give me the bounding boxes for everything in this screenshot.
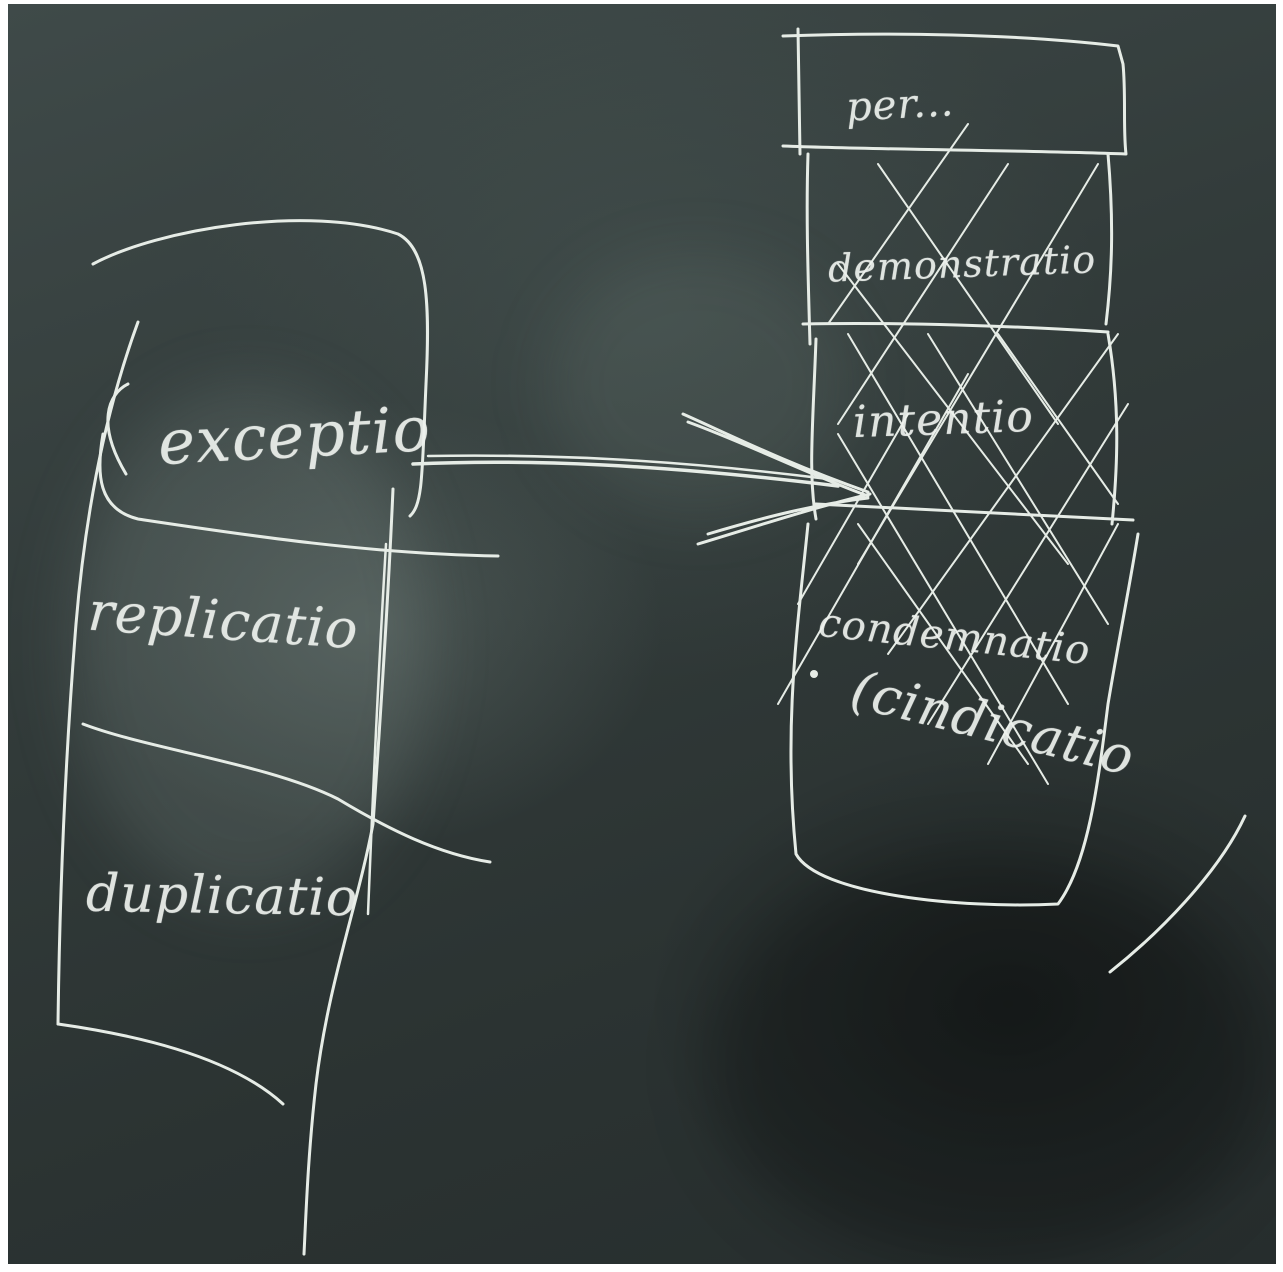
left-scroll-outline — [91, 219, 430, 518]
replicatio-separator — [81, 722, 492, 864]
blackboard: exceptio replicatio duplicatio per... de… — [8, 4, 1276, 1264]
word-intentio: intentio — [852, 390, 1035, 449]
chalk-dot — [810, 670, 818, 678]
exceptio-box — [98, 382, 500, 558]
left-scroll-right-edge — [302, 487, 395, 1256]
left-scroll-inner-line — [56, 320, 140, 1026]
word-per: per... — [844, 79, 956, 131]
right-demonstratio-separator — [801, 321, 1110, 334]
word-demonstratio: demonstratio — [827, 237, 1097, 291]
right-tail-stroke — [1108, 814, 1247, 974]
left-scroll-right-edge-2 — [366, 542, 388, 916]
arrow-shaft — [411, 460, 840, 488]
chalk-drawing — [56, 27, 1247, 1256]
right-lower-box — [789, 522, 1140, 907]
arrow-shaft-2 — [426, 454, 830, 481]
chalk-smudge — [708, 854, 1268, 1264]
left-scroll-bottom — [56, 1022, 285, 1106]
word-exceptio: exceptio — [156, 391, 433, 480]
arrow-head-lower — [696, 492, 872, 546]
right-top-box-left — [796, 27, 802, 156]
right-main-box — [805, 152, 1114, 346]
right-intentio-box — [810, 332, 1135, 526]
right-crosshatch — [777, 123, 1129, 785]
word-duplicatio: duplicatio — [85, 863, 359, 929]
right-top-box — [781, 32, 1128, 156]
arrow-head-upper — [681, 412, 870, 498]
